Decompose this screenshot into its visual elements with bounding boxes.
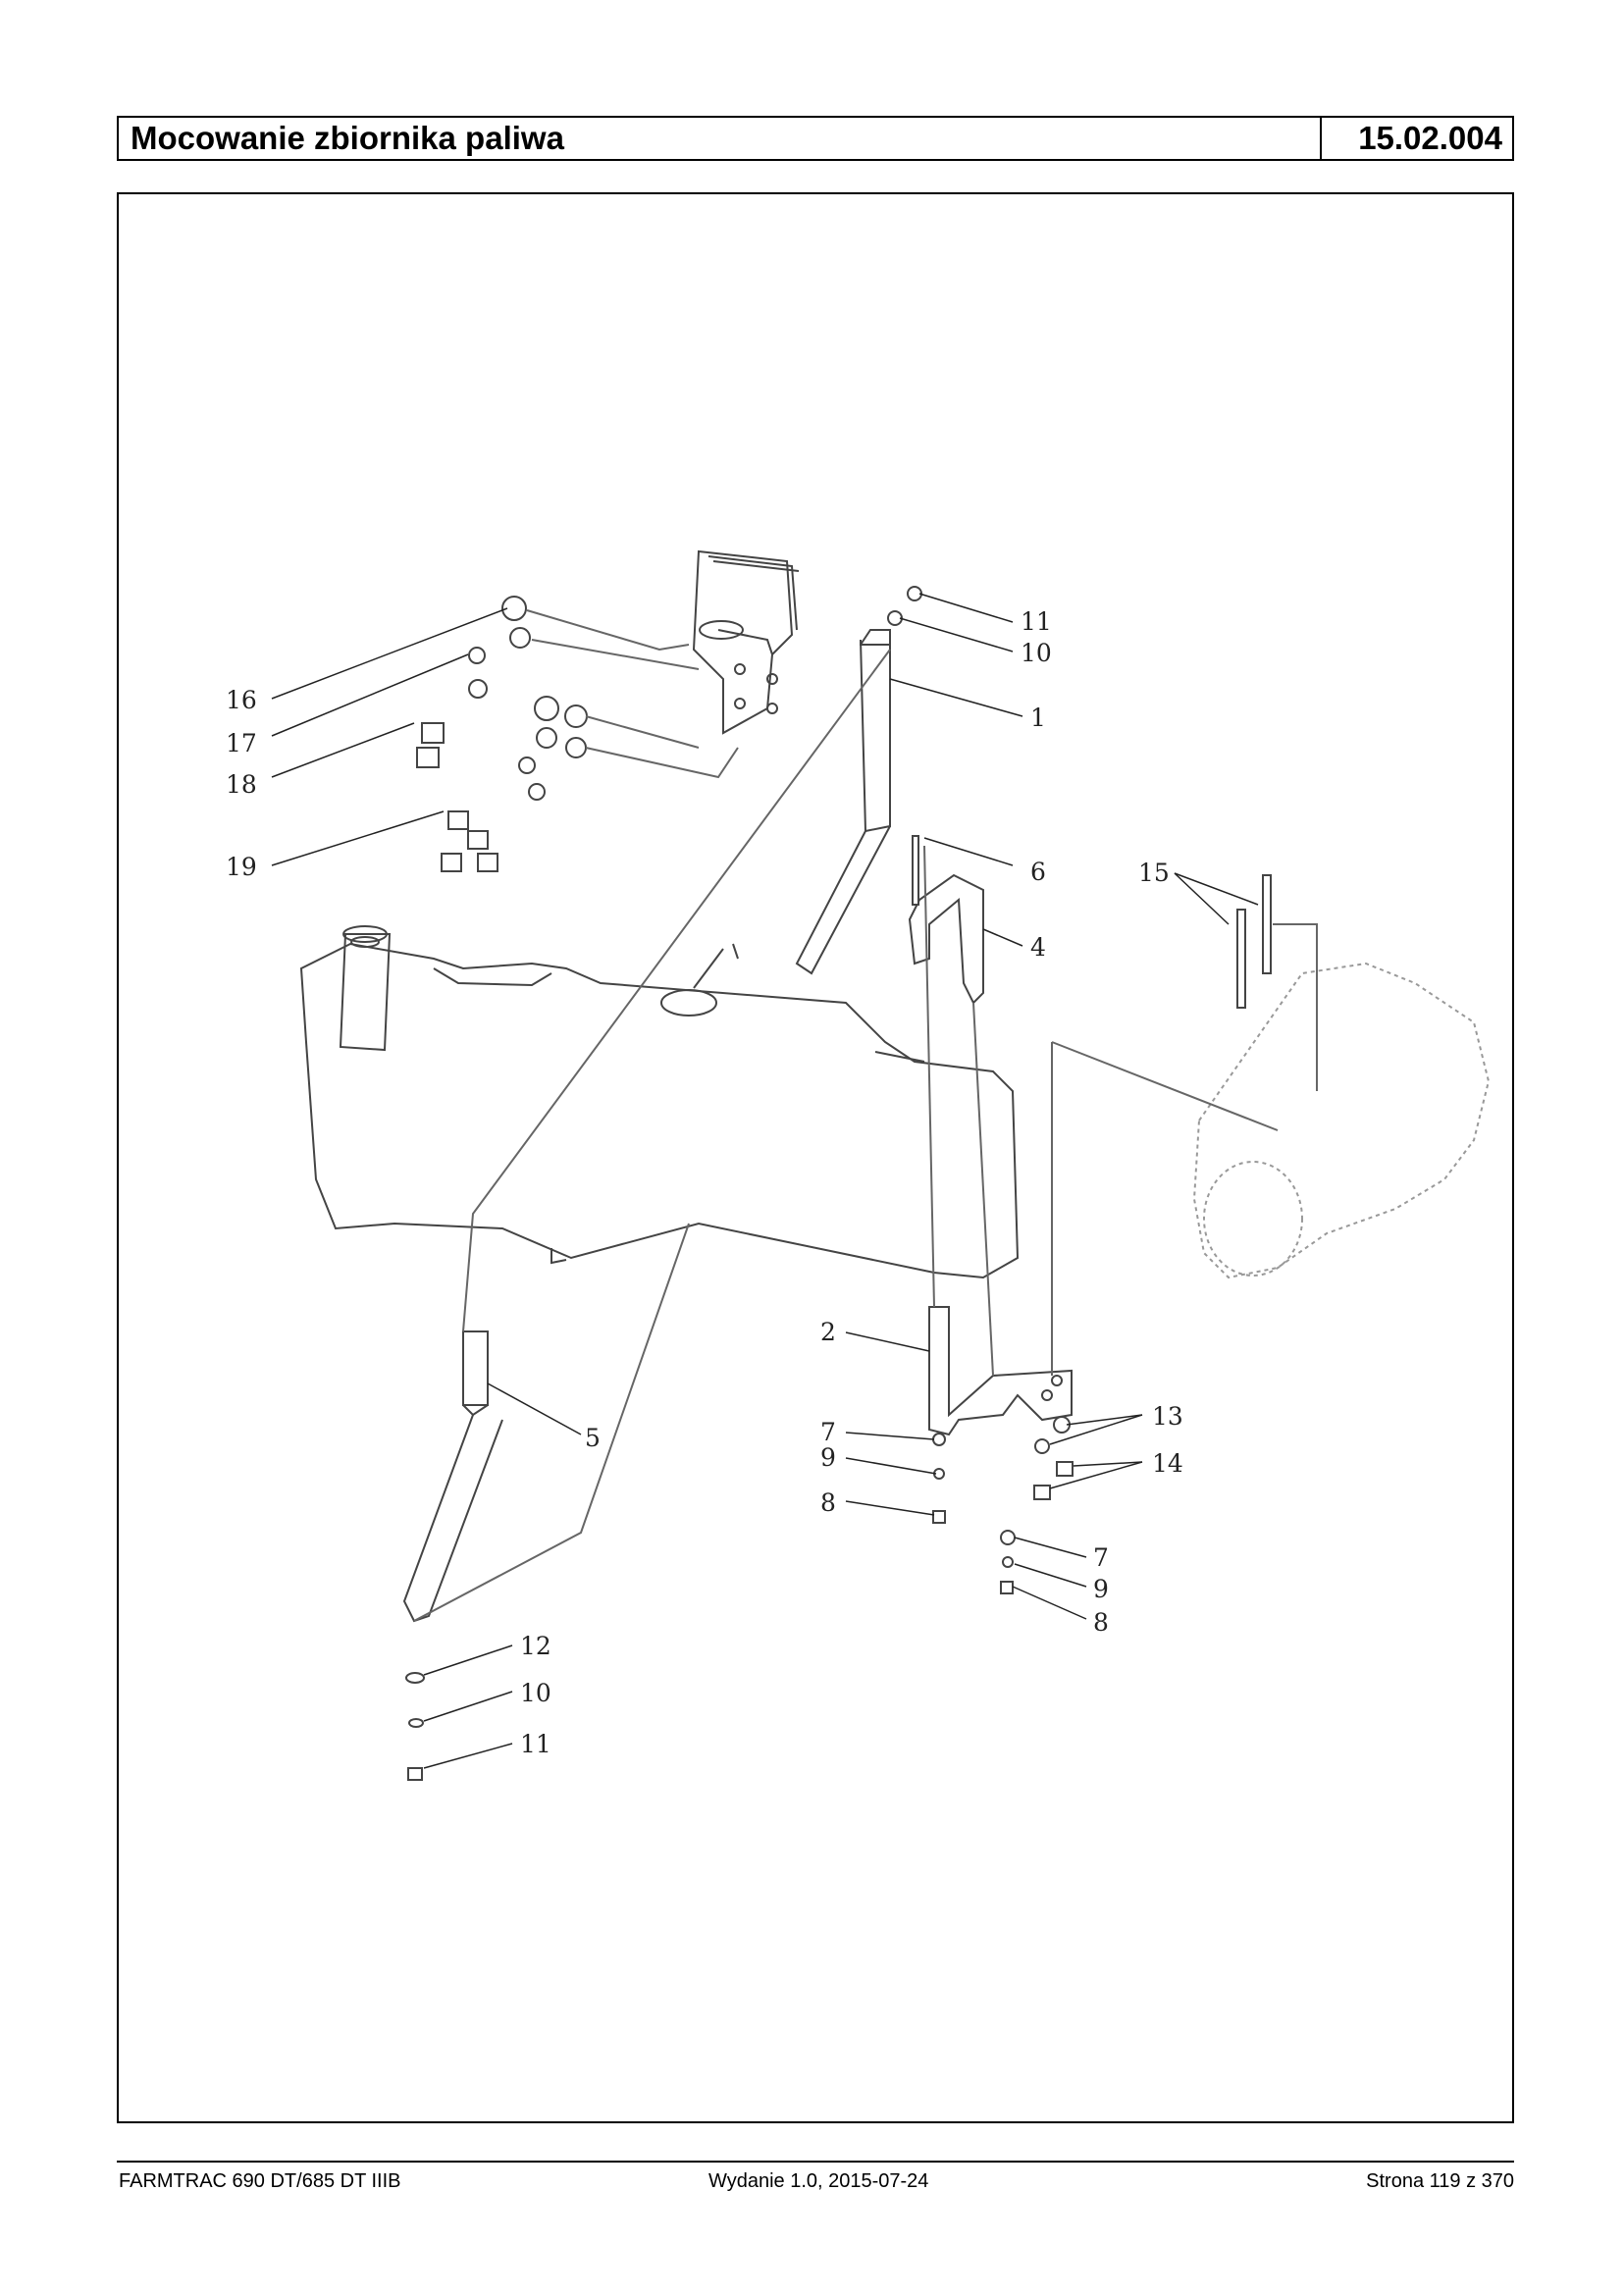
callout-8-right: 8 — [1093, 1608, 1109, 1637]
diagram-frame: 16 17 18 19 11 10 1 6 4 15 2 5 7 9 8 13 … — [117, 192, 1514, 2123]
callout-7-left: 7 — [820, 1418, 836, 1446]
callout-14: 14 — [1152, 1449, 1183, 1478]
callout-10-top: 10 — [1021, 639, 1052, 667]
callout-8-left: 8 — [820, 1488, 836, 1517]
callout-15: 15 — [1138, 859, 1170, 887]
callout-12: 12 — [520, 1632, 551, 1660]
filler-neck — [339, 933, 392, 1052]
callout-11-top: 11 — [1021, 607, 1052, 636]
page-header: Mocowanie zbiornika paliwa 15.02.004 — [117, 116, 1514, 161]
callout-9-right: 9 — [1093, 1575, 1109, 1603]
page-title: Mocowanie zbiornika paliwa — [119, 118, 1322, 159]
callout-5: 5 — [585, 1424, 601, 1452]
callout-6: 6 — [1030, 858, 1046, 886]
strap-5 — [462, 1330, 489, 1406]
callout-19: 19 — [226, 853, 257, 881]
callout-9-left: 9 — [820, 1443, 836, 1472]
strap-1 — [860, 639, 891, 833]
axle-housing — [1192, 962, 1491, 1279]
callout-2: 2 — [820, 1318, 836, 1346]
callout-16: 16 — [226, 686, 257, 714]
callout-10-bottom: 10 — [520, 1679, 551, 1707]
footer-model: FARMTRAC 690 DT/685 DT IIIB — [119, 2170, 401, 2192]
callout-4: 4 — [1030, 933, 1046, 962]
callout-1: 1 — [1030, 704, 1046, 732]
callout-17: 17 — [226, 729, 257, 757]
footer-page: Strona 119 z 370 — [1366, 2170, 1514, 2192]
section-code: 15.02.004 — [1358, 120, 1502, 156]
bracket-4 — [908, 873, 984, 1005]
callout-13: 13 — [1152, 1402, 1183, 1431]
bracket-2 — [928, 1306, 1073, 1436]
callout-18: 18 — [226, 770, 257, 799]
callout-11-bottom: 11 — [520, 1730, 551, 1758]
exploded-parts-diagram: 16 17 18 19 11 10 1 6 4 15 2 5 7 9 8 13 … — [226, 549, 1491, 1781]
callout-7-right: 7 — [1093, 1543, 1109, 1572]
footer-edition: Wydanie 1.0, 2015-07-24 — [708, 2170, 929, 2192]
fuel-tank — [299, 942, 1020, 1279]
footer-rule — [117, 2161, 1514, 2163]
